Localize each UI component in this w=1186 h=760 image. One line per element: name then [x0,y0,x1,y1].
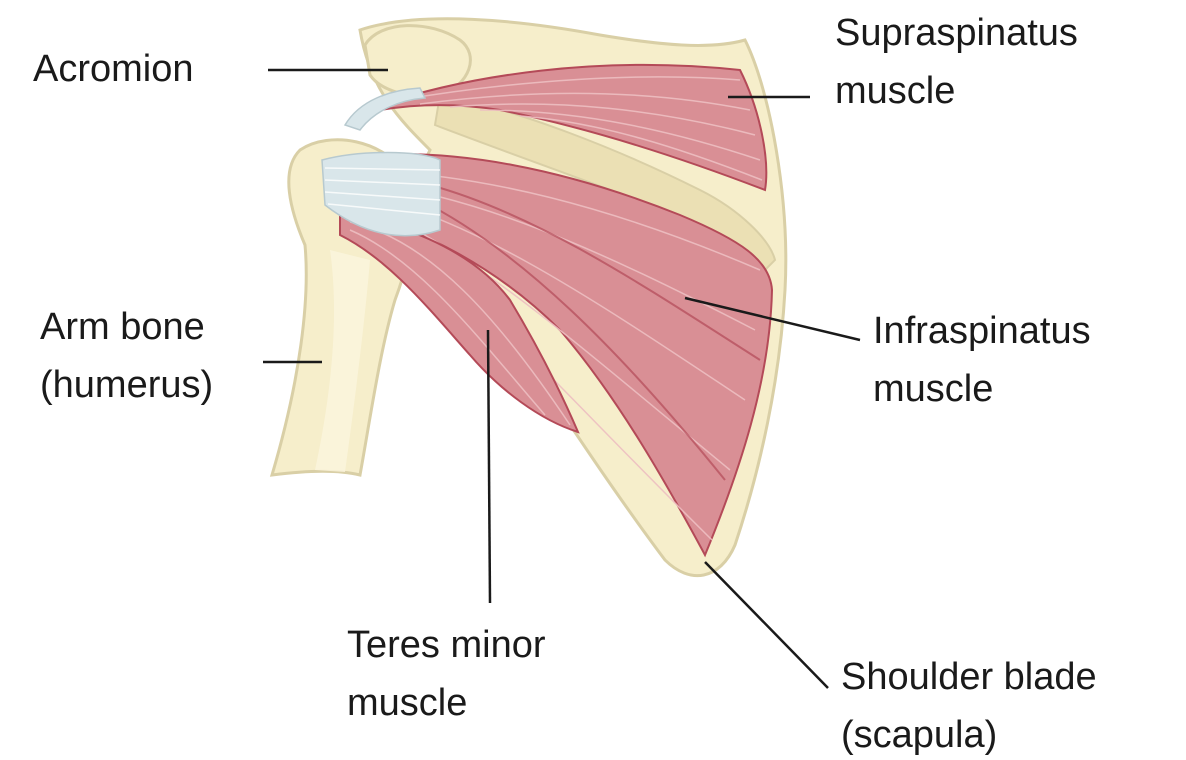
label-arm-bone: Arm bone (humerus) [40,298,213,414]
label-teres-minor: Teres minor muscle [347,616,546,732]
label-acromion: Acromion [33,40,194,98]
label-shoulder-blade-line1: Shoulder blade [841,648,1097,706]
label-arm-bone-line2: (humerus) [40,356,213,414]
label-teres-minor-line1: Teres minor [347,616,546,674]
label-supraspinatus: Supraspinatus muscle [835,4,1078,120]
label-supraspinatus-line2: muscle [835,62,1078,120]
label-supraspinatus-line1: Supraspinatus [835,4,1078,62]
label-infraspinatus: Infraspinatus muscle [873,302,1091,418]
label-infraspinatus-line2: muscle [873,360,1091,418]
label-teres-minor-line2: muscle [347,674,546,732]
label-shoulder-blade: Shoulder blade (scapula) [841,648,1097,760]
label-infraspinatus-line1: Infraspinatus [873,302,1091,360]
label-shoulder-blade-line2: (scapula) [841,706,1097,760]
label-arm-bone-line1: Arm bone [40,298,213,356]
leader-line-shoulder-blade [705,562,828,688]
label-acromion-line1: Acromion [33,40,194,98]
